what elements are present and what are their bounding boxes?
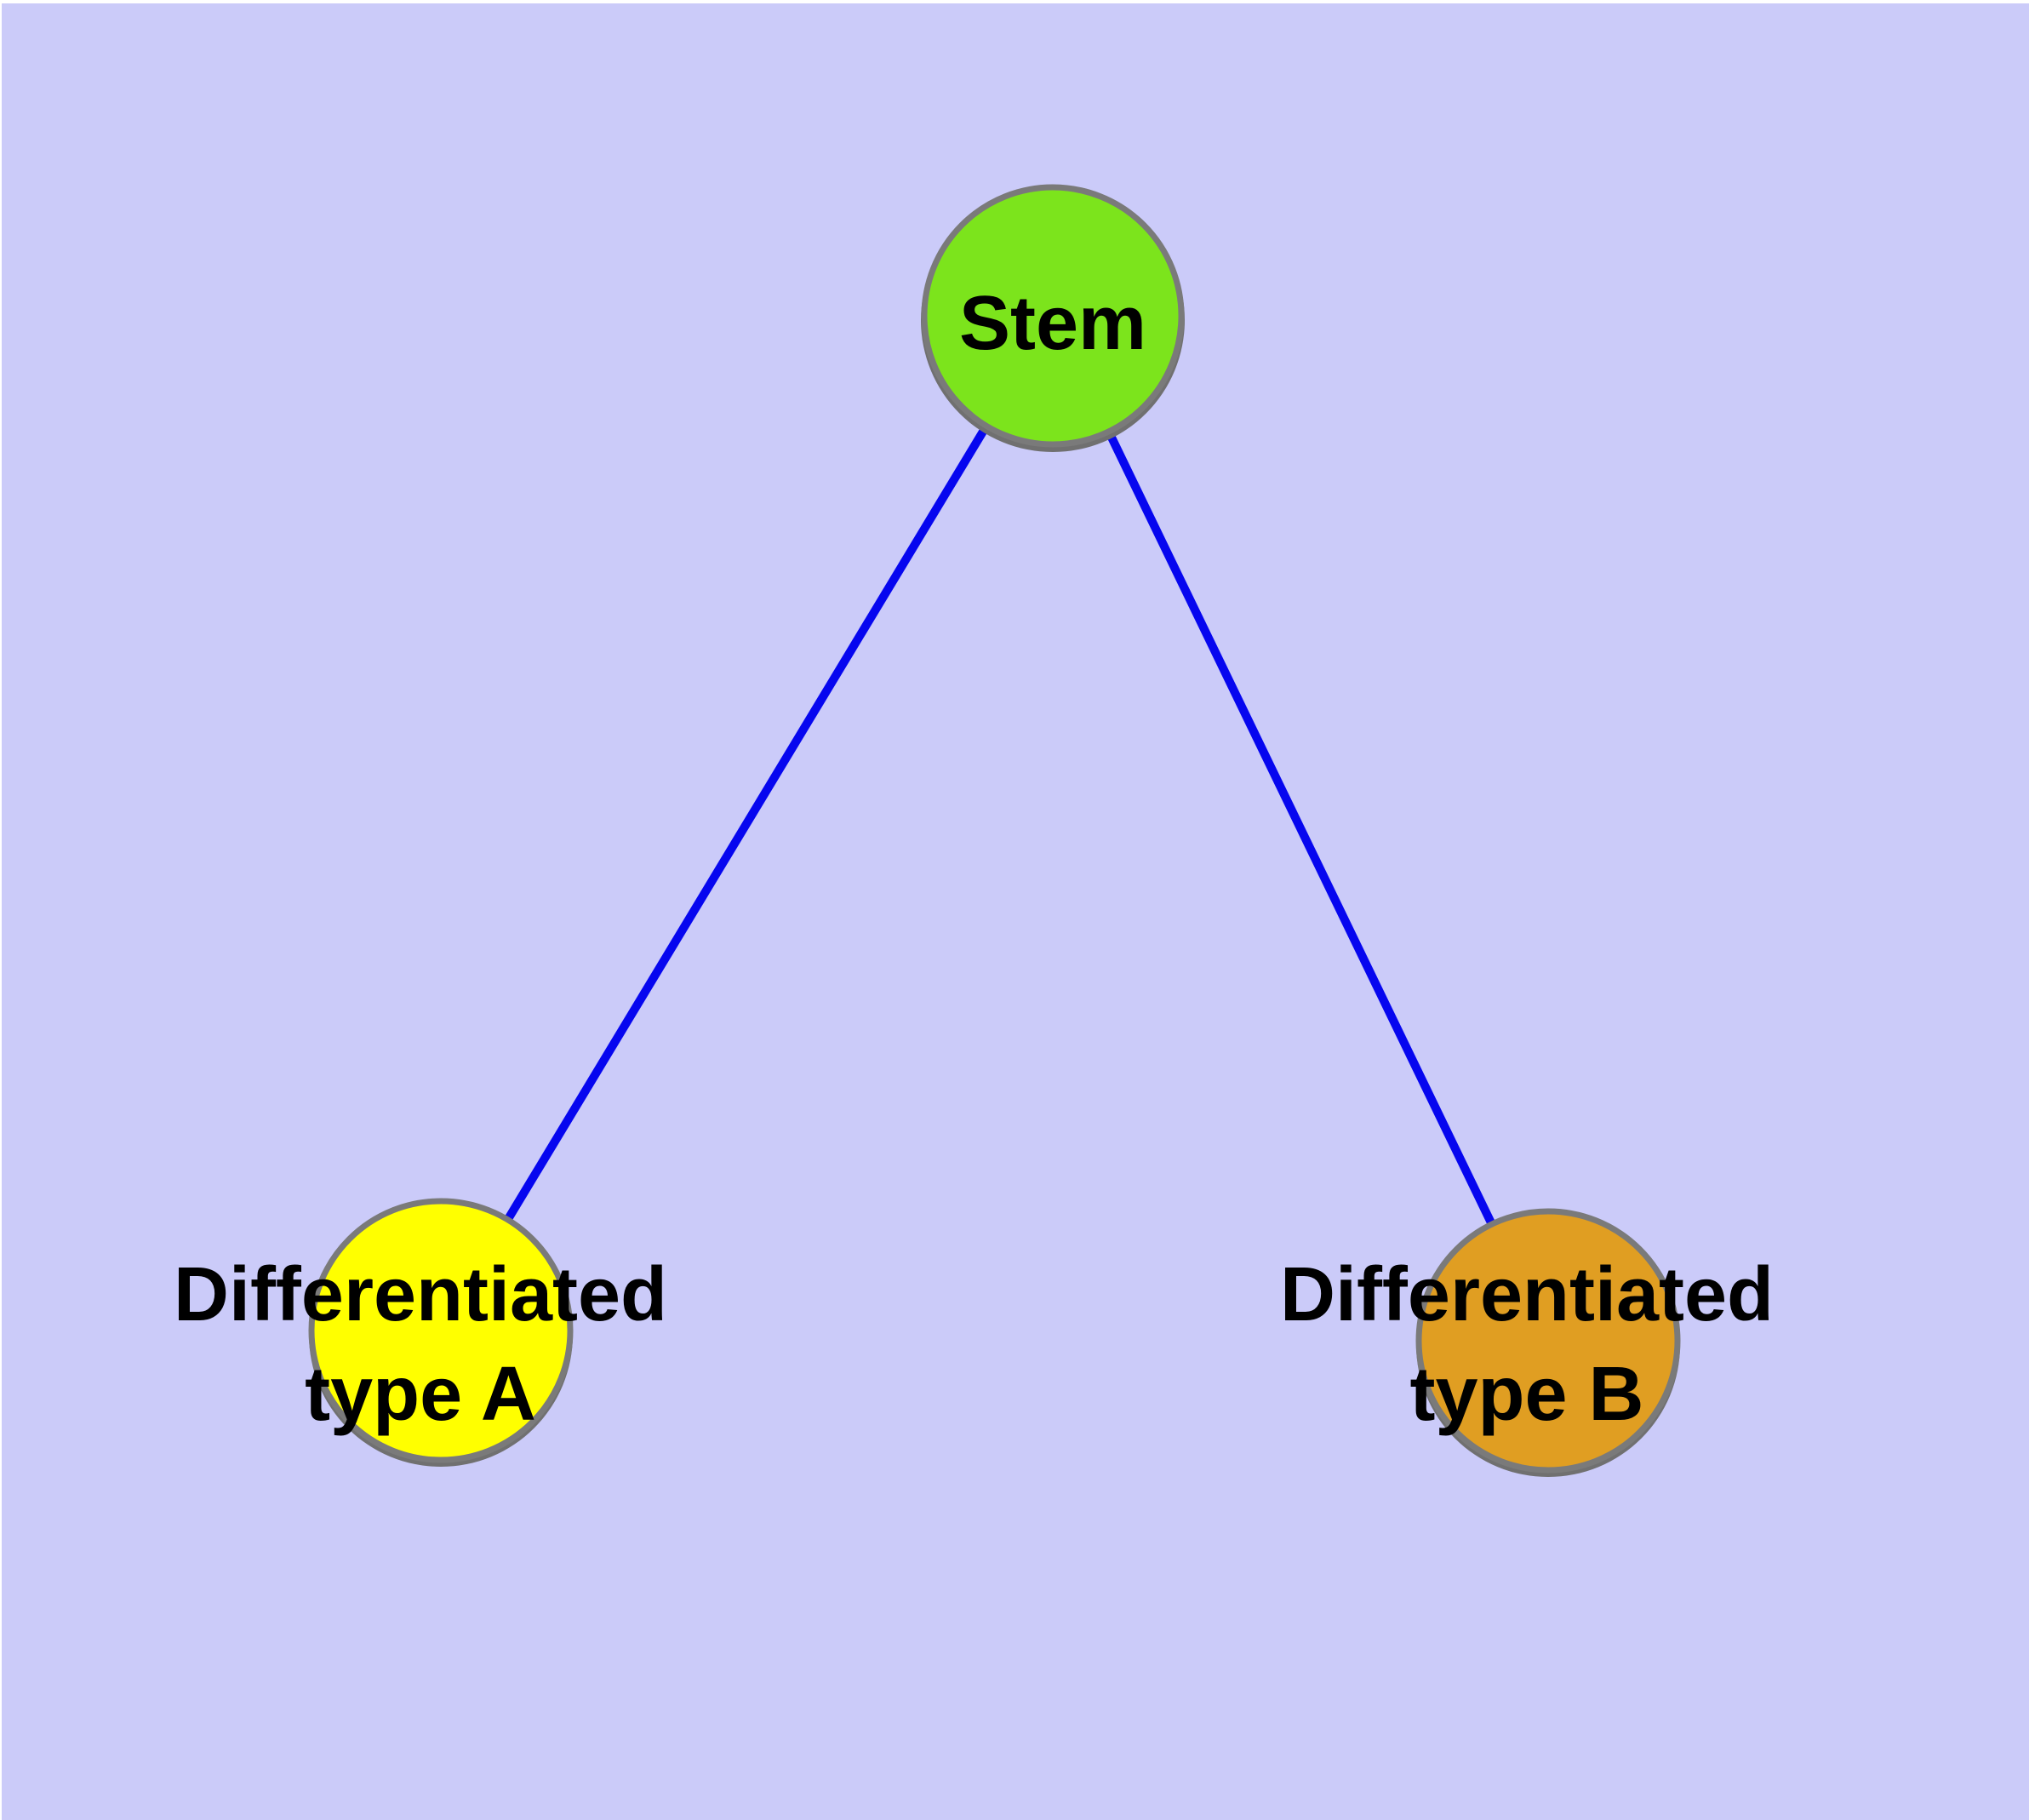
node-type-b-label-line2: type B: [1409, 1352, 1643, 1437]
node-stem-circle: [921, 184, 1185, 448]
node-type-a-circle: [308, 1198, 574, 1463]
node-stem-label: Stem: [959, 281, 1146, 366]
node-differentiated-type-b[interactable]: Differentiated type B: [1280, 1208, 1774, 1477]
node-type-a-label-line1: Differentiated: [174, 1252, 667, 1337]
node-type-a-label-line2: type A: [305, 1352, 536, 1437]
edge-stem-to-type-a: [437, 313, 1057, 1333]
node-type-b-circle: [1415, 1208, 1681, 1474]
node-stem[interactable]: Stem: [921, 184, 1185, 452]
node-type-b-label-line1: Differentiated: [1280, 1252, 1774, 1337]
edge-stem-to-type-b: [1049, 313, 1552, 1343]
node-differentiated-type-a[interactable]: Differentiated type A: [174, 1198, 667, 1467]
edges: [437, 313, 1552, 1343]
